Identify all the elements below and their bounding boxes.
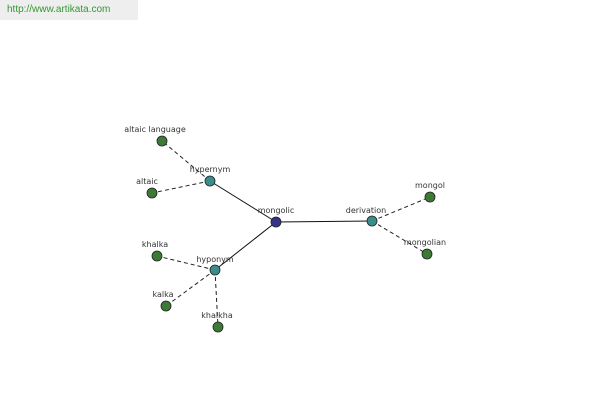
node-altaic-language[interactable]: altaic language <box>124 125 186 147</box>
node-derivation-label[interactable]: derivation <box>346 206 386 215</box>
graph-edges <box>151 140 431 328</box>
node-hypernym-label[interactable]: hypernym <box>190 165 231 174</box>
node-altaic-label[interactable]: altaic <box>136 177 158 186</box>
edge-hyponym-kalka <box>165 269 216 307</box>
node-hypernym-dot[interactable] <box>204 175 216 187</box>
node-altaic[interactable]: altaic <box>136 177 158 199</box>
node-derivation-dot[interactable] <box>366 215 378 227</box>
edge-hypernym-altaic-language <box>161 140 211 182</box>
node-khalkha[interactable]: khalkha <box>201 311 233 333</box>
node-mongolic[interactable]: mongolic <box>258 206 295 228</box>
edge-mongolic-hyponym <box>214 221 277 271</box>
edge-derivation-mongol <box>371 196 431 222</box>
node-derivation[interactable]: derivation <box>346 206 386 227</box>
node-hypernym[interactable]: hypernym <box>190 165 231 187</box>
edge-mongolic-derivation <box>275 220 373 223</box>
node-kalka-dot[interactable] <box>160 300 172 312</box>
node-mongol-label[interactable]: mongol <box>415 181 445 190</box>
node-khalka-dot[interactable] <box>151 250 163 262</box>
node-altaic-language-label[interactable]: altaic language <box>124 125 186 134</box>
node-hyponym-dot[interactable] <box>209 264 221 276</box>
node-mongol-dot[interactable] <box>424 191 436 203</box>
edge-mongolic-hypernym <box>209 180 277 223</box>
node-khalka[interactable]: khalka <box>142 240 168 262</box>
edge-hypernym-altaic <box>151 180 211 194</box>
graph-nodes: mongolic hypernym hyponym derivation altaic … <box>124 125 446 333</box>
node-mongolian-label[interactable]: mongolian <box>404 238 446 247</box>
node-kalka-label[interactable]: kalka <box>152 290 173 299</box>
node-khalkha-label[interactable]: khalkha <box>201 311 233 320</box>
node-mongolian[interactable]: mongolian <box>404 238 446 260</box>
node-hyponym[interactable]: hyponym <box>196 255 234 276</box>
edge-hyponym-khalkha <box>214 269 219 328</box>
edge-hyponym-khalka <box>156 255 216 271</box>
node-khalka-label[interactable]: khalka <box>142 240 168 249</box>
node-mongolian-dot[interactable] <box>421 248 433 260</box>
node-kalka[interactable]: kalka <box>152 290 174 312</box>
node-mongolic-label[interactable]: mongolic <box>258 206 295 215</box>
node-hyponym-label[interactable]: hyponym <box>196 255 234 264</box>
node-mongol[interactable]: mongol <box>415 181 445 203</box>
header-bar: http://www.artikata.com <box>0 0 138 20</box>
node-altaic-dot[interactable] <box>146 187 158 199</box>
node-mongolic-dot[interactable] <box>270 216 282 228</box>
edge-derivation-mongolian <box>371 220 428 255</box>
node-khalkha-dot[interactable] <box>212 321 224 333</box>
node-altaic-language-dot[interactable] <box>156 135 168 147</box>
site-link[interactable]: http://www.artikata.com <box>7 4 111 15</box>
